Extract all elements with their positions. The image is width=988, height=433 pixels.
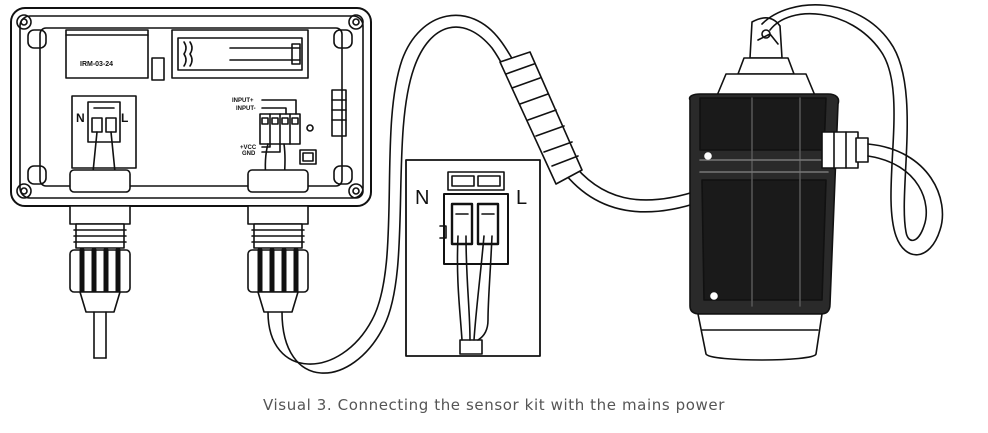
mains-terminal-area <box>71 95 137 173</box>
corner-screw <box>16 183 32 199</box>
sensor-loop-cable <box>761 4 944 256</box>
battery-holder <box>171 29 309 79</box>
signal-terminal-block <box>259 89 347 181</box>
inset-live-label: L <box>516 187 527 209</box>
neutral-terminal-label: N <box>76 111 85 125</box>
left-cable-gland <box>69 205 131 359</box>
live-terminal-label: L <box>121 111 128 125</box>
corner-screw <box>348 14 364 30</box>
vcc-label: +VCC <box>240 145 257 151</box>
input-plus-label: INPUT+ <box>232 98 254 104</box>
corner-screw <box>16 14 32 30</box>
power-supply-module <box>65 29 165 81</box>
terminal-detail-inset <box>405 159 541 357</box>
module-label: IRM-03-24 <box>80 61 113 68</box>
input-minus-label: INPUT- <box>236 106 256 112</box>
corner-screw <box>348 183 364 199</box>
figure-caption: Visual 3. Connecting the sensor kit with… <box>263 396 725 414</box>
strain-relief <box>499 51 583 185</box>
gnd-label: GND <box>242 151 256 157</box>
inset-neutral-label: N <box>415 187 429 209</box>
sensor-unit <box>688 17 869 361</box>
right-cable-gland <box>247 205 309 313</box>
